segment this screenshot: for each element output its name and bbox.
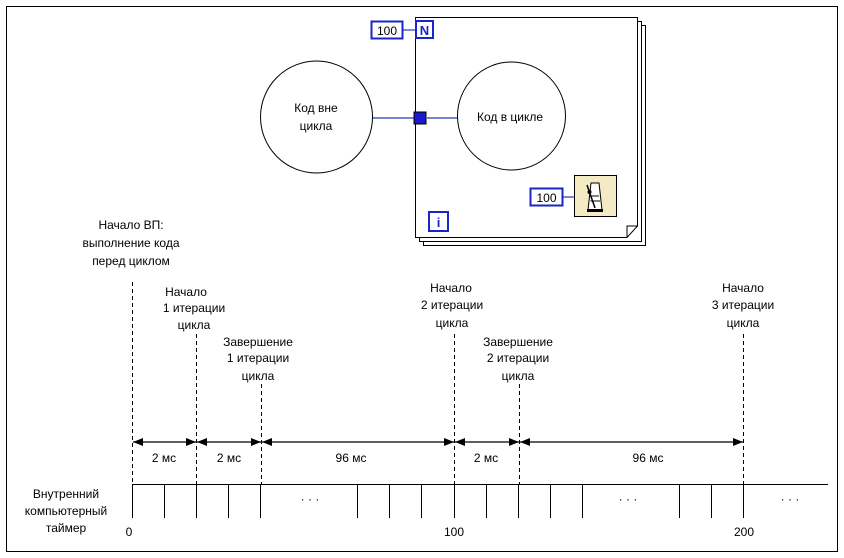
inside-code-node (457, 61, 566, 171)
interval-2: 2 мс (217, 451, 241, 465)
svg-text:1 итерации: 1 итерации (163, 301, 225, 315)
svg-text:компьютерный: компьютерный (25, 504, 107, 518)
svg-text:цикла: цикла (436, 316, 469, 330)
outside-code-line1: Код вне (294, 101, 338, 115)
timer-ticks (132, 484, 744, 518)
interval-1: 2 мс (152, 451, 176, 465)
loop-count-constant-value: 100 (377, 24, 397, 38)
event-guides (132, 282, 744, 484)
wait-constant-value: 100 (536, 191, 556, 205)
outer-frame (6, 6, 838, 552)
svg-text:перед циклом: перед циклом (92, 254, 170, 268)
event-iter3-start: Начало 3 итерации цикла (712, 281, 774, 330)
iteration-terminal-label: i (437, 215, 441, 230)
timer-label: Внутренний компьютерный таймер (25, 487, 107, 535)
loop-count-constant[interactable] (370, 20, 404, 40)
svg-text:1 итерации: 1 итерации (227, 351, 289, 365)
svg-text:выполнение кода: выполнение кода (82, 236, 179, 250)
timer-tick-100: 100 (444, 525, 464, 539)
svg-text:Начало ВП:: Начало ВП: (98, 218, 163, 232)
interval-5: 96 мс (633, 451, 664, 465)
interval-3: 96 мс (336, 451, 367, 465)
svg-text:цикла: цикла (242, 369, 275, 383)
event-iter1-end: Завершение 1 итерации цикла (223, 335, 293, 383)
interval-4: 2 мс (474, 451, 498, 465)
metronome-icon[interactable] (574, 175, 617, 217)
svg-text:цикла: цикла (178, 318, 211, 332)
loop-tunnel (413, 111, 427, 125)
svg-text:цикла: цикла (727, 316, 760, 330)
outside-code-line2: цикла (300, 119, 333, 133)
iteration-terminal[interactable] (428, 211, 449, 232)
event-start-vi: Начало ВП: выполнение кода перед циклом (82, 218, 179, 268)
svg-text:Начало: Начало (430, 281, 472, 295)
svg-text:таймер: таймер (46, 521, 87, 535)
count-terminal[interactable] (415, 20, 434, 39)
count-terminal-label: N (420, 23, 429, 38)
svg-text:Завершение: Завершение (223, 335, 293, 349)
svg-text:цикла: цикла (502, 369, 535, 383)
svg-text:2 итерации: 2 итерации (421, 298, 483, 312)
svg-text:Внутренний: Внутренний (33, 487, 99, 501)
timer-ellipsis-3: · · · (781, 492, 800, 506)
timer-tick-0: 0 (126, 525, 133, 539)
event-iter1-start: Начало 1 итерации цикла (163, 285, 225, 332)
timer-ellipsis-1: · · · (301, 492, 320, 506)
outside-code-node (260, 60, 373, 174)
timer-ellipsis-2: · · · (619, 492, 638, 506)
event-iter2-start: Начало 2 итерации цикла (421, 281, 483, 330)
svg-text:3 итерации: 3 итерации (712, 298, 774, 312)
svg-text:Начало: Начало (165, 285, 207, 299)
svg-text:2 итерации: 2 итерации (487, 351, 549, 365)
svg-text:Начало: Начало (722, 281, 764, 295)
event-iter2-end: Завершение 2 итерации цикла (483, 335, 553, 383)
inside-code-label: Код в цикле (477, 110, 543, 124)
timer-tick-200: 200 (734, 525, 754, 539)
svg-text:Завершение: Завершение (483, 335, 553, 349)
loop-frame-fold (626, 225, 638, 238)
wait-constant[interactable] (529, 187, 564, 207)
